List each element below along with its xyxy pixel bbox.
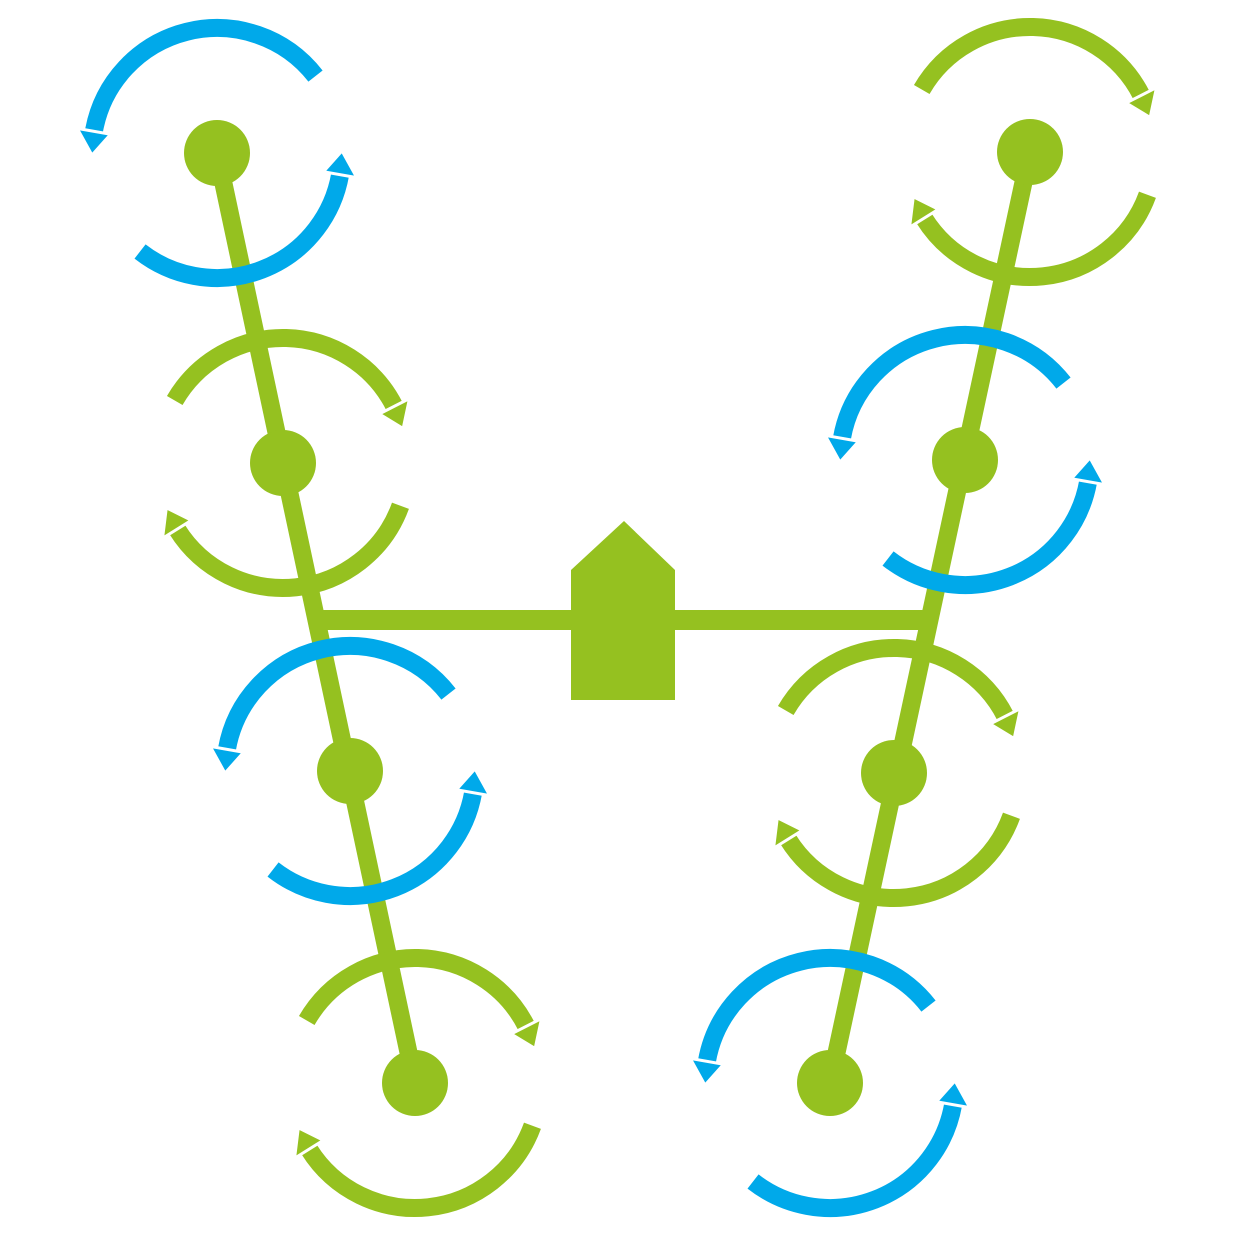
rotors [74, 18, 1159, 1217]
rotation-arrow-icon [207, 744, 247, 776]
motor-hub [184, 120, 250, 186]
rotor-arc [916, 191, 1156, 286]
rotor-arc [747, 1103, 962, 1217]
flight-controller-body [571, 521, 675, 700]
rotor-left-4 [292, 949, 544, 1217]
rotor-arc [777, 639, 1014, 721]
motor-hub [317, 738, 383, 804]
motor-hub [861, 740, 927, 806]
right-arm [821, 150, 1039, 1085]
rotation-arrow-icon [1068, 455, 1108, 487]
rotation-arrow-icon [508, 1015, 544, 1051]
rotation-arrow-icon [320, 148, 360, 180]
rotor-arc [833, 326, 1071, 440]
rotor-arc [780, 812, 1020, 907]
rotor-arc [267, 791, 482, 905]
rotor-arc [166, 329, 403, 411]
motor-hub [932, 427, 998, 493]
rotation-arrow-icon [987, 705, 1023, 741]
rotation-arrow-icon [907, 194, 942, 231]
rotor-left-1 [74, 19, 360, 287]
rotor-arc [134, 173, 349, 287]
rotation-arrow-icon [292, 1125, 327, 1162]
rotor-left-3 [207, 637, 493, 905]
motor-hub [997, 119, 1063, 185]
rotor-arc [698, 949, 936, 1063]
rotor-arc [218, 637, 456, 751]
rotation-arrow-icon [822, 433, 862, 465]
motor-hub [250, 430, 316, 496]
rotor-arc [169, 502, 409, 597]
rotation-arrow-icon [453, 766, 493, 798]
motor-hub [382, 1050, 448, 1116]
rotor-right-2 [822, 326, 1108, 594]
rotation-arrow-icon [771, 815, 806, 852]
rotation-arrow-icon [933, 1078, 973, 1110]
motor-hub [797, 1050, 863, 1116]
rotor-arc [85, 19, 323, 133]
rotation-arrow-icon [160, 505, 195, 542]
rotor-left-2 [160, 329, 412, 597]
rotor-right-3 [771, 639, 1023, 907]
rotation-arrow-icon [1123, 84, 1159, 120]
rotor-arc [913, 18, 1150, 100]
rotation-arrow-icon [376, 395, 412, 431]
rotation-arrow-icon [74, 126, 114, 158]
body-shape [571, 521, 675, 700]
rotor-arc [298, 949, 535, 1031]
rotor-right-4 [687, 949, 973, 1217]
rotation-arrow-icon [687, 1056, 727, 1088]
rotor-arc [882, 480, 1097, 594]
rotor-arc [301, 1122, 541, 1217]
rotor-right-1 [907, 18, 1159, 286]
